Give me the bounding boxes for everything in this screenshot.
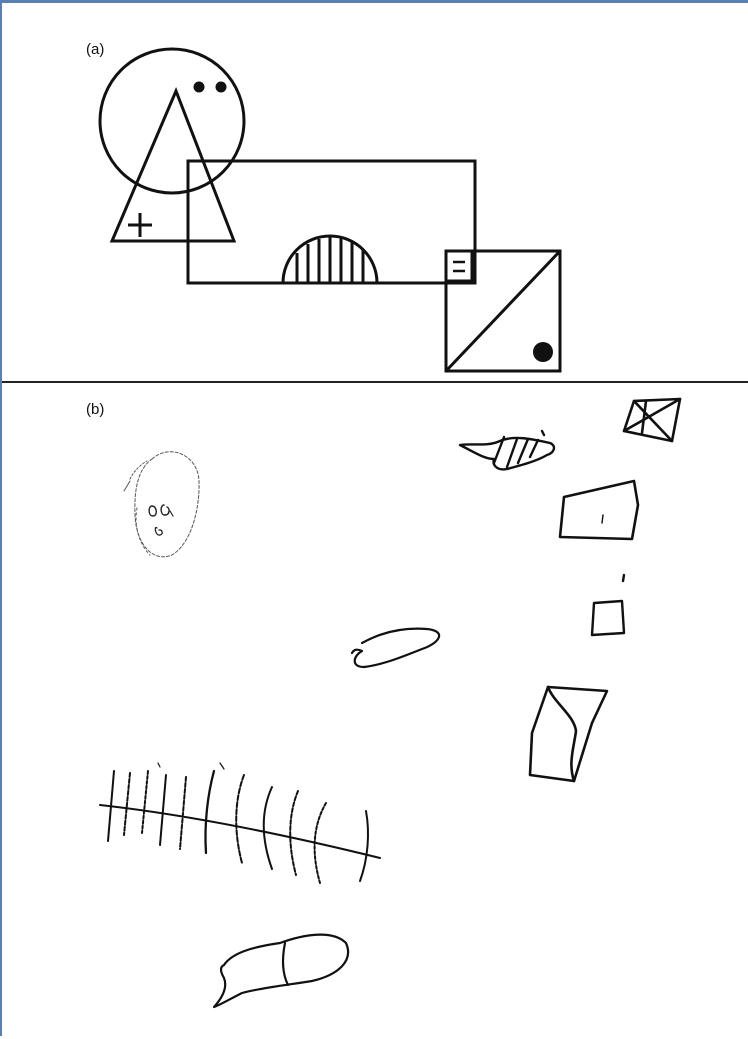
copy-crossed-quad (624, 399, 680, 441)
copy-bottom-blob (214, 935, 348, 1007)
copy-triangle-trapezoid (530, 687, 607, 781)
copy-hatched-shape (460, 431, 554, 469)
copy-small-square (592, 575, 624, 635)
copy-blob-shape (352, 629, 439, 667)
copy-faint-circle-face (124, 452, 199, 557)
copy-drawing (2, 3, 748, 1039)
copy-rectangle-with-mark (560, 481, 638, 539)
copy-hatched-line (100, 763, 380, 883)
